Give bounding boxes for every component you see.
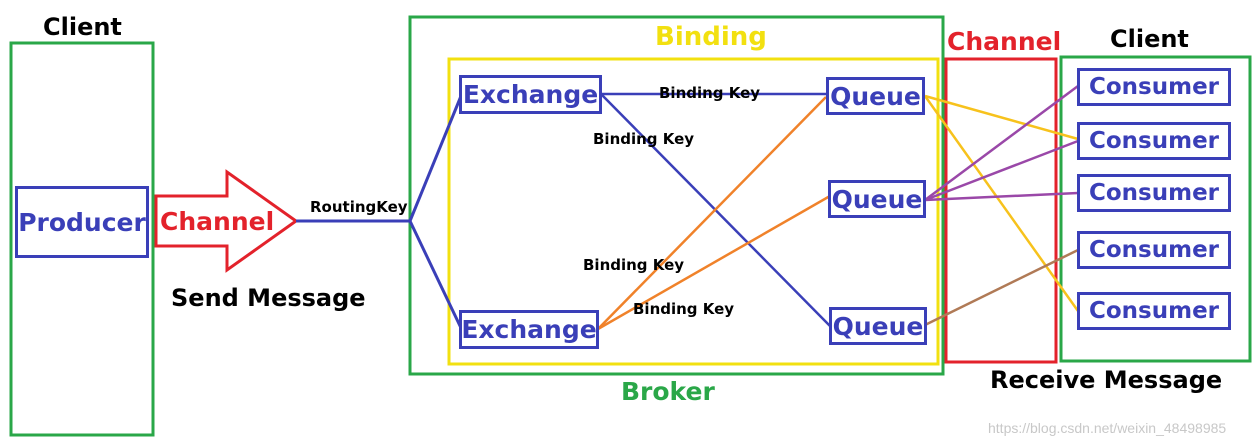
broker-box <box>408 15 945 376</box>
q3-c4-line <box>924 248 1079 327</box>
client-left-box <box>9 41 155 437</box>
producer-node: Producer <box>15 186 149 258</box>
receive-message-label: Receive Message <box>990 366 1223 394</box>
channel-right-label: Channel <box>947 27 1062 56</box>
q1-c5-line <box>923 95 1080 312</box>
channel-left-label: Channel <box>160 207 275 236</box>
send-message-label: Send Message <box>171 284 366 312</box>
channel-arrow <box>154 169 299 273</box>
consumer-node-1: Consumer <box>1077 68 1231 106</box>
binding-key-label-3: Binding Key <box>583 256 685 274</box>
consumer-node-5: Consumer <box>1077 292 1231 330</box>
routing-to-exchange2 <box>408 220 463 329</box>
binding-key-label-1: Binding Key <box>659 84 761 102</box>
q1-c2-line <box>924 94 1079 141</box>
client-left-label: Client <box>43 13 122 41</box>
channel-right-box <box>944 57 1058 364</box>
consumer-node-3: Consumer <box>1077 174 1231 212</box>
client-right-box <box>1059 55 1252 363</box>
q2-c1-line <box>924 84 1079 202</box>
broker-label: Broker <box>621 377 715 406</box>
consumer-node-4: Consumer <box>1077 231 1231 269</box>
queue-node-2: Queue <box>828 180 926 218</box>
client-right-label: Client <box>1110 25 1189 53</box>
consumer-node-2: Consumer <box>1077 122 1231 160</box>
queue-node-3: Queue <box>829 307 927 345</box>
binding-key-label-2: Binding Key <box>593 130 695 148</box>
binding-key-label-4: Binding Key <box>633 300 735 318</box>
exchange-node-2: Exchange <box>459 310 599 349</box>
binding-label: Binding <box>655 22 767 52</box>
binding-box <box>447 57 940 366</box>
binding-line-ex2-q2 <box>597 194 831 331</box>
binding-line-ex2-q1 <box>597 96 827 330</box>
routing-key-label: RoutingKey <box>310 198 408 216</box>
queue-node-1: Queue <box>826 77 925 115</box>
watermark-text: https://blog.csdn.net/weixin_48498985 <box>988 420 1227 436</box>
exchange-node-1: Exchange <box>459 75 602 114</box>
routing-to-exchange1 <box>408 95 463 222</box>
q2-c2-line <box>924 139 1079 202</box>
q2-c3-line <box>924 191 1079 202</box>
